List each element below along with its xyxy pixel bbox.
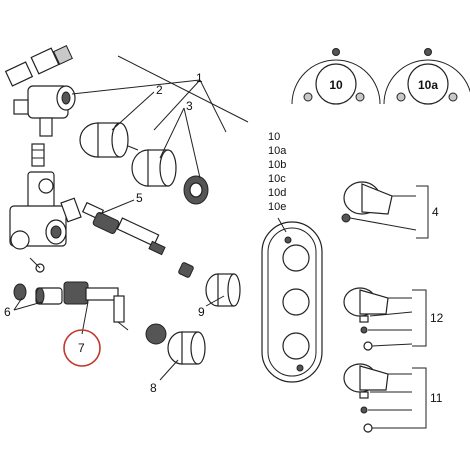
dial-label-left: 10: [329, 78, 343, 92]
label-part-7: 7: [78, 341, 85, 355]
label-variant: 10c: [268, 173, 286, 185]
leader-lines: [13, 55, 429, 429]
label-part-2: 2: [156, 83, 163, 97]
label-part-4: 4: [432, 205, 439, 219]
part-3-nut: [131, 149, 177, 187]
part-9-sleeve: [205, 273, 241, 307]
cover-plate: [261, 221, 323, 383]
part-5-spindle: [81, 201, 194, 278]
handle-11: [343, 363, 389, 433]
mixer-body: [4, 45, 82, 273]
label-part-3: 3: [186, 99, 193, 113]
label-variant: 10b: [268, 159, 286, 171]
part-6-check-valve: [13, 283, 63, 305]
dial-label-right: 10a: [418, 78, 438, 92]
label-part-12: 12: [430, 311, 444, 325]
label-variant: 10e: [268, 201, 286, 213]
label-part-9: 9: [198, 305, 205, 319]
label-part-8: 8: [150, 381, 157, 395]
label-variant: 10a: [268, 145, 287, 157]
handle-4: [341, 181, 393, 223]
label-variants-list: 10 10a 10b 10c 10d 10e: [268, 131, 287, 213]
part-2-cartridge: [79, 122, 139, 158]
label-part-6: 6: [4, 305, 11, 319]
label-variant: 10d: [268, 187, 286, 199]
part-8-sleeve: [145, 323, 206, 365]
washer: [183, 175, 209, 205]
dial-diagram-left: 10: [291, 48, 381, 105]
dial-diagram-right: 10a: [383, 48, 470, 105]
label-part-11: 11: [430, 391, 443, 405]
highlight-circle-part-7: [63, 329, 101, 367]
label-part-1: 1: [196, 71, 203, 85]
part-7-thermostatic-cartridge: [63, 281, 129, 331]
handle-12: [343, 287, 389, 351]
label-variant: 10: [268, 131, 280, 143]
label-part-5: 5: [136, 191, 143, 205]
